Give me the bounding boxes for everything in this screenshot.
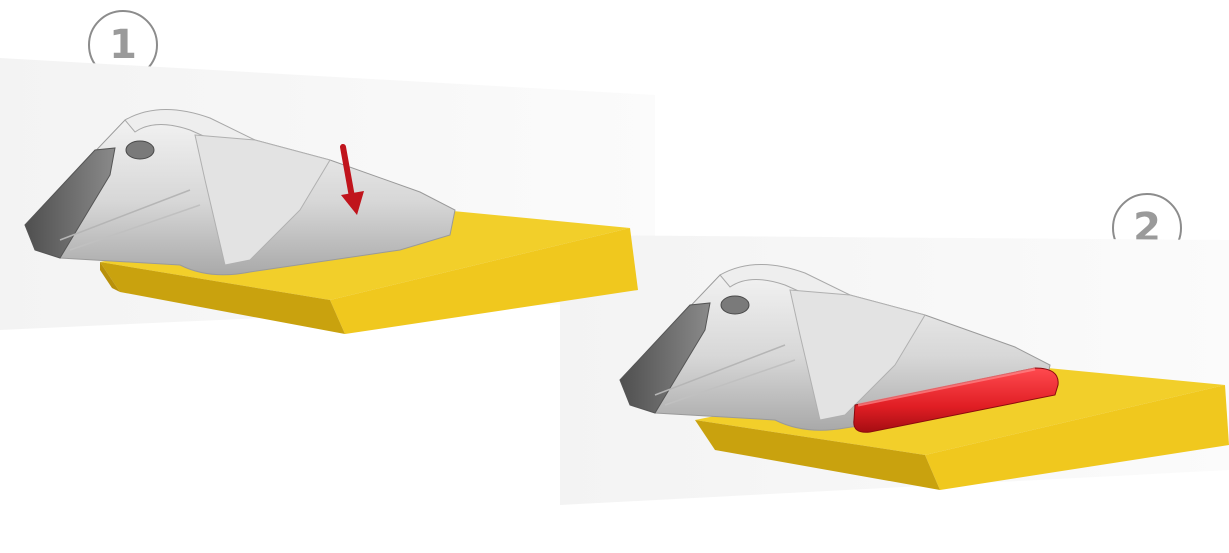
pin-hole-2: [721, 296, 749, 314]
pin-hole-1: [126, 141, 154, 159]
